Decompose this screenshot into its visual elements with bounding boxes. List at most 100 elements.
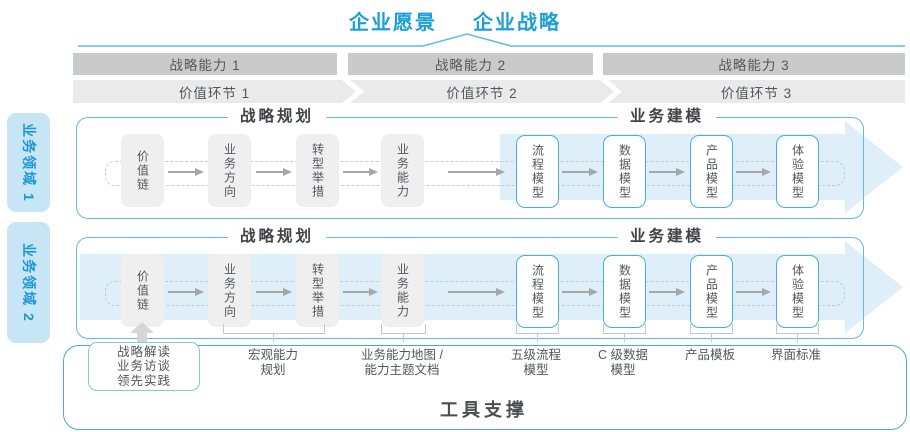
up-arrow-stem (137, 332, 147, 343)
capability-bar: 战略能力 3 (603, 53, 905, 75)
model-box-label: 流程模型 (530, 263, 545, 320)
annotation-label-line: 模型 (610, 363, 636, 377)
model-box: 体验模型 (776, 255, 819, 328)
strategy-box: 价值链 (121, 134, 164, 207)
value-link-band: 价值环节 1 (73, 80, 356, 103)
flow-arrow-line (649, 171, 677, 173)
strategic-planning-header: 战略规划 (227, 228, 327, 246)
sources-box-line: 业务访谈 (116, 359, 171, 374)
value-link-band: 价值环节 3 (608, 80, 905, 103)
annotation-label: 产品模板 (685, 348, 735, 363)
flow-arrow-icon (195, 168, 204, 176)
strategy-box: 业务方向 (208, 134, 251, 207)
title-vision: 企业愿景 (349, 12, 437, 34)
up-arrow-icon (130, 322, 154, 333)
flow-arrow-line (736, 171, 763, 173)
annotation-label-line: 能力主题文档 (364, 363, 440, 377)
flow-arrow-icon (195, 288, 204, 296)
business-modeling-header: 业务建模 (617, 228, 717, 246)
title-strategy: 企业战略 (473, 12, 561, 34)
flow-arrow-line (562, 291, 590, 293)
dashed-flow-track (105, 161, 845, 186)
strategy-box: 转型举措 (296, 134, 339, 207)
model-box-label: 产品模型 (704, 143, 719, 200)
flow-arrow-icon (676, 288, 685, 296)
annotation-label: C 级数据模型 (598, 348, 648, 378)
value-link-band: 价值环节 2 (350, 80, 614, 103)
strategy-box: 业务能力 (381, 134, 424, 207)
tool-support-container (63, 345, 907, 430)
flow-arrow-icon (589, 168, 598, 176)
flow-arrow-line (343, 291, 370, 293)
annotation-label-line: 模型 (523, 363, 549, 377)
business-domain-label: 业务领域 2 (7, 222, 50, 343)
flow-arrow-line (736, 291, 763, 293)
caret-divider-line (78, 33, 905, 47)
strategic-planning-header: 战略规划 (227, 108, 327, 126)
business-domain-label: 业务领域 1 (7, 113, 50, 212)
business-modeling-header: 业务建模 (617, 108, 717, 126)
annotation-label: 业务能力地图 /能力主题文档 (361, 348, 443, 378)
strategy-box-label: 价值链 (135, 269, 150, 312)
annotation-brace (690, 324, 733, 334)
strategy-box-label: 业务能力 (395, 262, 410, 319)
business-domain-label-text: 业务领域 2 (20, 242, 37, 323)
flow-arrow-icon (676, 168, 685, 176)
annotation-label-line: 业务能力地图 / (361, 348, 443, 362)
flow-arrow-line (649, 291, 677, 293)
strategy-box-label: 转型举措 (310, 142, 325, 199)
flow-arrow-icon (762, 288, 771, 296)
strategy-box-label: 业务方向 (222, 142, 237, 199)
model-box-label: 数据模型 (617, 143, 632, 200)
sources-box-line: 领先实践 (116, 373, 171, 388)
model-box: 流程模型 (516, 135, 559, 208)
annotation-brace-tick (273, 333, 274, 342)
annotation-brace (603, 324, 646, 334)
process-arrow-head (845, 121, 903, 213)
flow-arrow-line (168, 171, 196, 173)
annotation-label-line: 宏观能力 (247, 348, 299, 362)
annotation-brace (381, 324, 426, 334)
strategy-box: 业务方向 (208, 254, 251, 327)
flow-arrow-icon (283, 288, 292, 296)
strategy-box-label: 业务方向 (222, 262, 237, 319)
flow-arrow-line (168, 291, 196, 293)
tool-support-label: 工具支撑 (440, 400, 528, 420)
annotation-label-line: C 级数据 (597, 348, 649, 362)
flow-arrow-line (448, 291, 497, 293)
annotation-brace-tick (623, 333, 625, 342)
annotation-brace (776, 324, 819, 334)
business-domain-label-text: 业务领域 1 (20, 122, 37, 203)
flow-arrow-line (256, 171, 284, 173)
business-domain-panel (76, 117, 864, 219)
annotation-brace-tick (536, 333, 538, 342)
flow-arrow-icon (496, 168, 505, 176)
flow-arrow-line (256, 291, 284, 293)
flow-arrow-icon (589, 288, 598, 296)
model-box: 产品模型 (690, 255, 733, 328)
annotation-label: 五级流程模型 (511, 348, 561, 378)
process-arrow-head (845, 241, 903, 333)
annotation-brace-tick (796, 333, 798, 342)
model-box-label: 体验模型 (790, 263, 805, 320)
strategy-box-label: 业务能力 (395, 142, 410, 199)
flow-arrow-line (343, 171, 370, 173)
model-box: 产品模型 (690, 135, 733, 208)
flow-arrow-icon (762, 168, 771, 176)
annotation-label-line: 产品模板 (684, 348, 736, 362)
flow-arrow-icon (496, 288, 505, 296)
model-box-label: 流程模型 (530, 143, 545, 200)
flow-arrow-line (448, 171, 497, 173)
strategy-box-label: 价值链 (135, 149, 150, 192)
annotation-brace-tick (402, 333, 404, 342)
model-box: 流程模型 (516, 255, 559, 328)
strategy-box-label: 转型举措 (310, 262, 325, 319)
flow-arrow-icon (369, 288, 378, 296)
page-title: 企业愿景 企业战略 (0, 6, 910, 35)
strategy-sources-box: 战略解读业务访谈领先实践 (88, 342, 200, 391)
flow-arrow-line (562, 171, 590, 173)
strategy-box: 价值链 (121, 254, 164, 327)
model-box-label: 产品模型 (704, 263, 719, 320)
model-box: 数据模型 (603, 255, 646, 328)
